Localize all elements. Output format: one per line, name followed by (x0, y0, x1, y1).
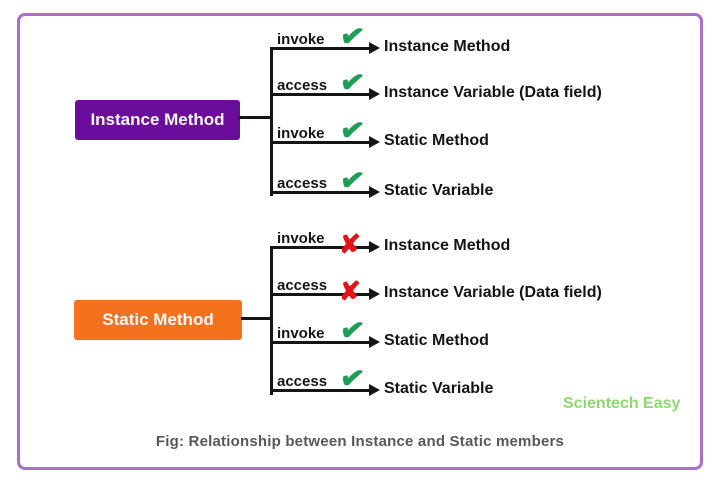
brand-watermark: Scientech Easy (563, 395, 681, 412)
relation-row: invoke ✔ Static Method (272, 313, 712, 367)
branch-line (272, 93, 372, 96)
branch-line (272, 47, 372, 50)
diagram-border (17, 13, 703, 470)
relation-row: access ✔ Static Variable (272, 163, 712, 217)
connector-line (239, 116, 272, 119)
figure-caption: Fig: Relationship between Instance and S… (155, 433, 565, 450)
arrow-right-icon (369, 136, 380, 148)
branch-trunk-line (270, 47, 273, 196)
arrow-right-icon (369, 42, 380, 54)
action-label: access (277, 373, 328, 390)
action-label: invoke (277, 325, 325, 342)
connector-line (241, 317, 272, 320)
check-icon: ✔ (337, 313, 367, 349)
branch-line (272, 191, 372, 194)
arrow-right-icon (369, 241, 380, 253)
action-label: invoke (277, 31, 325, 48)
arrow-right-icon (369, 288, 380, 300)
relation-row: invoke ✘ Instance Method (272, 224, 712, 272)
branch-line (272, 293, 372, 296)
arrow-right-icon (369, 186, 380, 198)
relation-row: access ✔ Instance Variable (Data field) (272, 65, 712, 119)
relation-row: access ✔ Static Variable (272, 361, 712, 415)
branch-line (272, 141, 372, 144)
cross-icon: ✘ (339, 276, 361, 306)
action-label: access (277, 175, 328, 192)
arrow-right-icon (369, 88, 380, 100)
branch-line (272, 389, 372, 392)
target-label: Instance Variable (Data field) (384, 284, 602, 301)
action-label: access (277, 277, 328, 294)
action-label: access (277, 77, 328, 94)
target-label: Instance Method (384, 237, 511, 254)
action-label: invoke (277, 125, 325, 142)
relation-row: access ✘ Instance Variable (Data field) (272, 271, 712, 319)
static-method-box: Static Method (74, 300, 242, 340)
arrow-right-icon (369, 384, 380, 396)
check-icon: ✔ (337, 361, 367, 397)
relation-row: invoke ✔ Static Method (272, 113, 712, 167)
instance-method-box: Instance Method (75, 100, 240, 140)
branch-line (272, 246, 372, 249)
target-label: Static Variable (384, 380, 494, 397)
arrow-right-icon (369, 336, 380, 348)
target-label: Static Method (384, 332, 489, 349)
target-label: Static Variable (384, 182, 494, 199)
target-label: Static Method (384, 132, 489, 149)
target-label: Instance Variable (Data field) (384, 84, 602, 101)
branch-trunk-line (270, 246, 273, 395)
cross-icon: ✘ (339, 229, 361, 259)
target-label: Instance Method (384, 38, 511, 55)
relation-row: invoke ✔ Instance Method (272, 19, 712, 73)
branch-line (272, 341, 372, 344)
action-label: invoke (277, 230, 325, 247)
